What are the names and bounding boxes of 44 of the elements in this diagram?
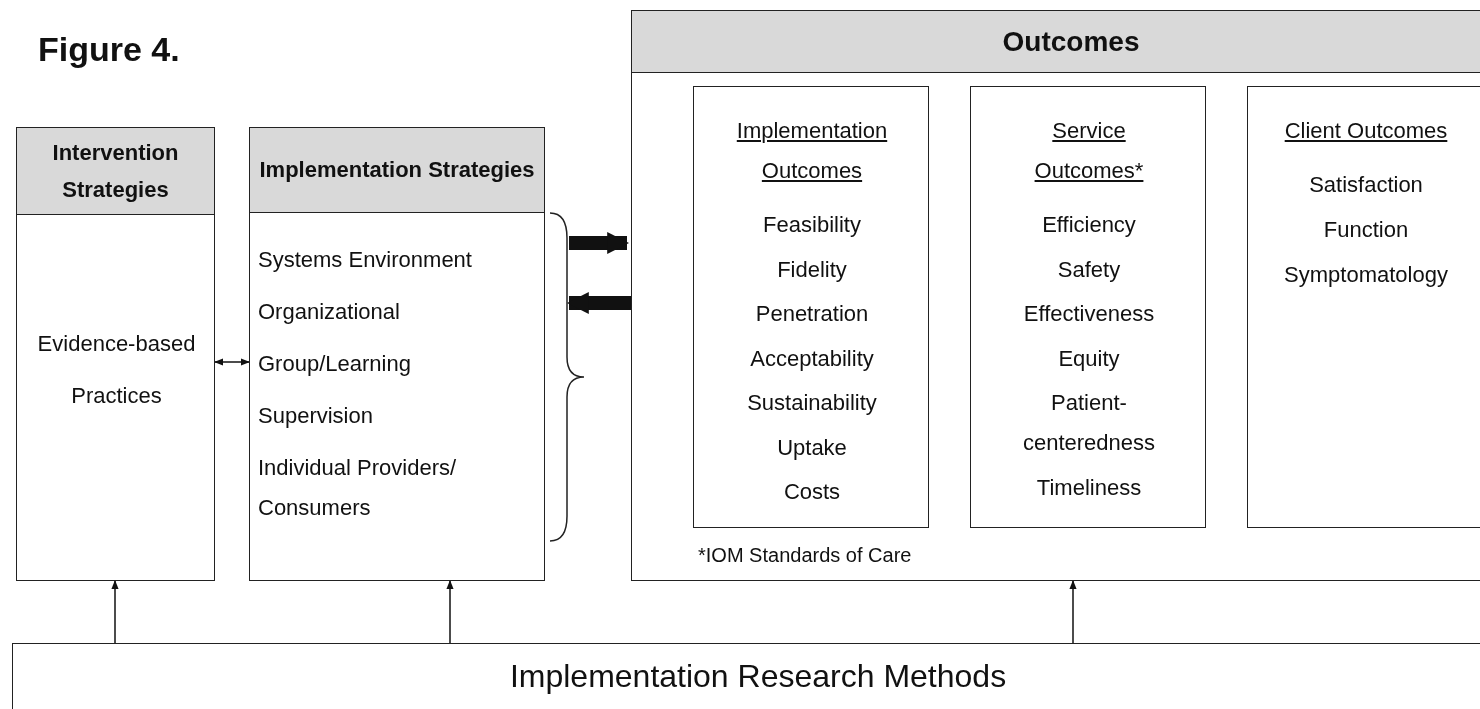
figure-title: Figure 4.: [38, 30, 180, 69]
list-item: Feasibility: [762, 211, 862, 239]
arrow: [446, 580, 454, 644]
header-text: Implementation Strategies: [258, 156, 536, 185]
list-item: Safety: [1056, 255, 1122, 284]
arrow: [214, 358, 250, 366]
column-heading: Implementation Outcomes: [735, 117, 889, 185]
column-heading: Service Outcomes*: [1033, 117, 1145, 185]
methods-box: [12, 643, 1480, 709]
list-item: Group/Learning: [258, 350, 412, 378]
arrow: [1069, 580, 1077, 644]
strategy-panel: [631, 10, 1480, 581]
list-item: Supervision: [258, 402, 374, 430]
outcome-box: [970, 86, 1206, 528]
list-item: Patient- centeredness: [1021, 389, 1157, 457]
list-item: Organizational: [258, 298, 401, 326]
list-item: Function: [1322, 216, 1410, 244]
list-item: Equity: [1057, 344, 1121, 373]
arrow: [111, 580, 119, 644]
list-item: Timeliness: [1035, 473, 1143, 502]
strategy-panel: [249, 127, 545, 581]
column-heading: Client Outcomes: [1283, 117, 1449, 145]
list-item: Symptomatology: [1283, 261, 1449, 289]
header-text: Intervention Strategies: [51, 138, 180, 204]
block-arrow: [566, 292, 631, 314]
strategy-panel: [16, 127, 215, 581]
list-item: Efficiency: [1041, 211, 1137, 239]
list-item: Costs: [782, 478, 842, 506]
list-item: Evidence-based Practices: [36, 330, 197, 410]
list-item: Systems Environment: [258, 246, 473, 274]
list-item: Effectiveness: [1022, 300, 1156, 328]
outcome-box: [693, 86, 929, 528]
list-item: Uptake: [776, 433, 848, 462]
list-item: Acceptability: [749, 344, 875, 373]
list-item: Individual Providers/ Consumers: [258, 454, 458, 522]
list-item: Sustainability: [746, 389, 878, 417]
outcome-box: [1247, 86, 1480, 528]
list-item: Fidelity: [776, 255, 848, 284]
methods-label: Implementation Research Methods: [508, 658, 1008, 695]
list-item: Penetration: [754, 300, 870, 328]
header-text: Outcomes: [1001, 24, 1141, 59]
list-item: Satisfaction: [1308, 171, 1424, 199]
block-arrow: [569, 232, 630, 254]
footnote: *IOM Standards of Care: [698, 544, 912, 567]
